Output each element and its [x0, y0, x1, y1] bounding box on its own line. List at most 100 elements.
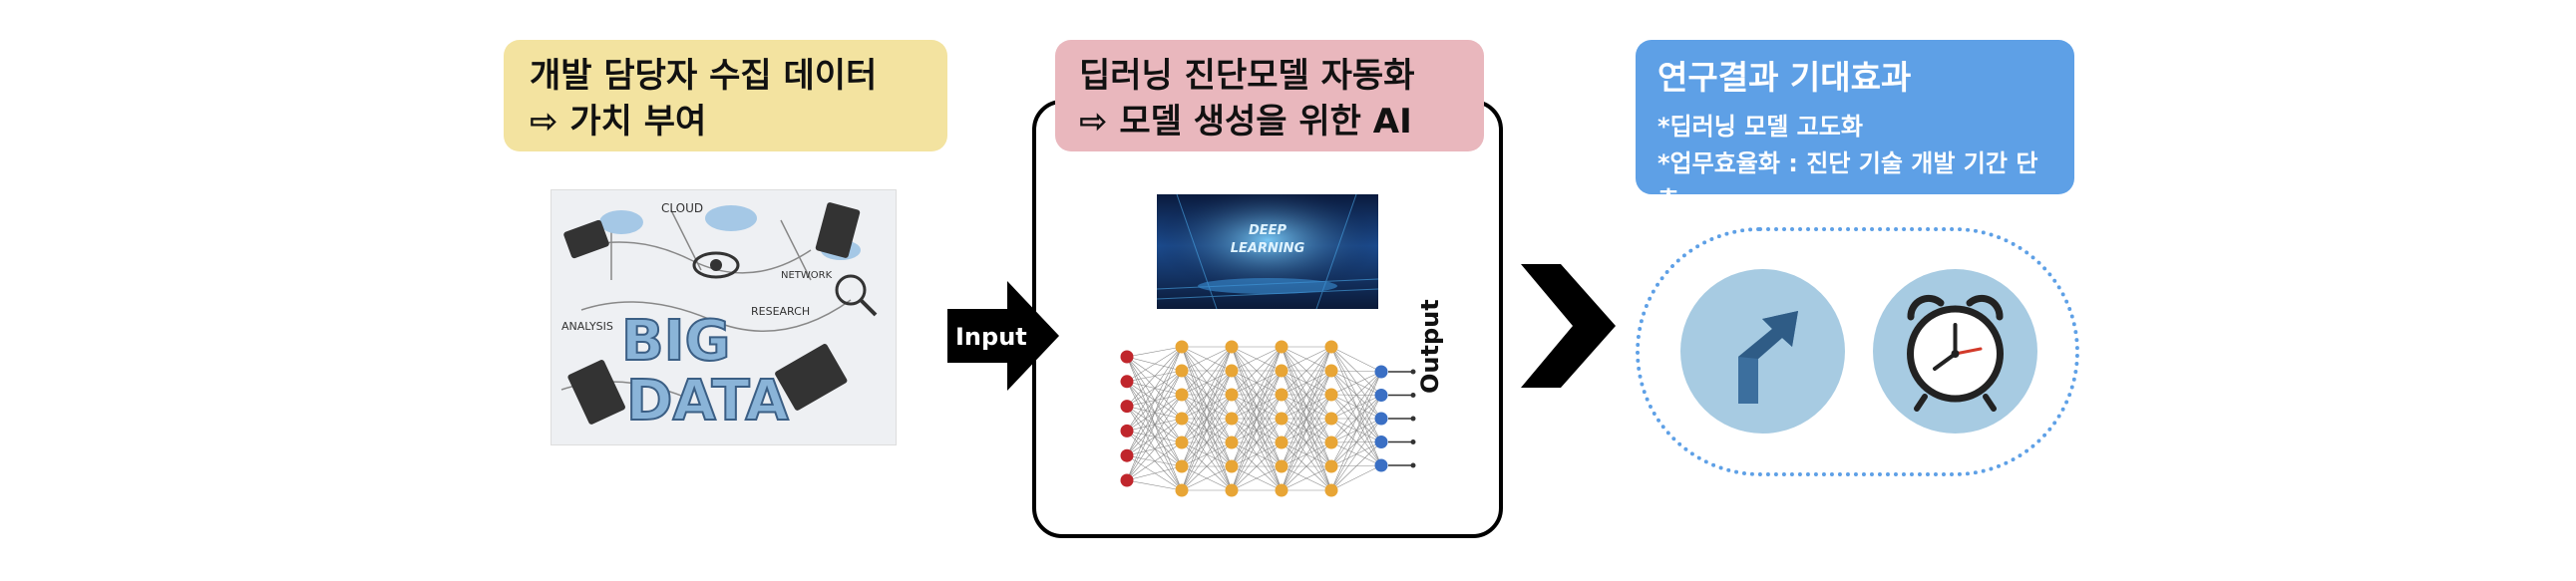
nn-connection — [1126, 406, 1183, 420]
nn-node — [1120, 350, 1134, 364]
nn-connection — [1281, 370, 1332, 491]
model-label-line2: ⇨ 모델 생성을 위한 AI — [1079, 101, 1412, 142]
nn-connection — [1281, 465, 1332, 491]
nn-node — [1324, 483, 1338, 497]
nn-connection — [1330, 371, 1382, 467]
bigdata-tag-analysis: ANALYSIS — [561, 320, 613, 333]
nn-connection — [1181, 370, 1233, 491]
nn-connection — [1281, 418, 1332, 491]
nn-connection — [1126, 431, 1183, 491]
bigdata-word-big: BIG — [621, 309, 730, 374]
deep-learning-image: DEEP LEARNING — [1157, 194, 1378, 309]
nn-node — [1324, 364, 1338, 378]
nn-node — [1324, 412, 1338, 426]
nn-connection — [1231, 346, 1283, 396]
nn-connection — [1231, 465, 1283, 491]
nn-connection — [1330, 346, 1382, 373]
nn-connection — [1330, 418, 1382, 491]
nn-node — [1120, 448, 1134, 462]
nn-connection — [1330, 464, 1382, 491]
bigdata-word-data: DATA — [626, 369, 789, 434]
nn-connection — [1281, 346, 1332, 443]
nn-connection — [1281, 346, 1332, 491]
learning-word: LEARNING — [1231, 241, 1305, 256]
nn-node — [1374, 436, 1388, 448]
nn-connection — [1330, 371, 1382, 396]
neural-network-diagram — [1117, 339, 1436, 502]
nn-node — [1374, 412, 1388, 426]
nn-node — [1225, 364, 1239, 378]
nn-connection — [1126, 381, 1183, 467]
nn-connection — [1126, 381, 1183, 396]
nn-connection — [1281, 346, 1332, 420]
nn-connection — [1126, 346, 1183, 407]
nn-node — [1225, 412, 1239, 426]
nn-node — [1374, 365, 1388, 379]
nn-connection — [1126, 406, 1183, 443]
nn-output-dot — [1410, 439, 1416, 444]
nn-connection — [1181, 394, 1233, 491]
model-label: 딥러닝 진단모델 자동화 ⇨ 모델 생성을 위한 AI — [1055, 40, 1484, 151]
input-arrow: Input — [947, 271, 1107, 415]
nn-connection — [1126, 346, 1183, 358]
nn-connection — [1126, 441, 1183, 481]
result-title: 연구결과 기대효과 — [1657, 58, 1912, 97]
bigdata-tag-cloud: CLOUD — [661, 201, 703, 215]
growth-arrow-icon — [1680, 269, 1845, 434]
nn-connection — [1231, 346, 1283, 467]
nn-connection — [1281, 346, 1332, 467]
input-label: Input — [955, 323, 1027, 351]
nn-connection — [1181, 346, 1233, 467]
nn-node — [1275, 388, 1288, 402]
alarm-clock-icon — [1873, 269, 2037, 434]
nn-output-dot — [1410, 462, 1416, 468]
nn-connection — [1181, 465, 1233, 491]
nn-connection — [1231, 346, 1283, 491]
nn-connection — [1181, 346, 1233, 491]
nn-node — [1324, 340, 1338, 354]
nn-connection — [1330, 371, 1382, 420]
result-item-2: *업무효율화 : 진단 기술 개발 기간 단축 — [1657, 148, 2038, 214]
deep-word: DEEP — [1249, 223, 1288, 238]
nn-connection — [1181, 418, 1233, 491]
nn-node — [1275, 364, 1288, 378]
big-data-image: CLOUD NETWORK ANALYSIS RESEARCH BIG DATA — [551, 189, 897, 445]
nn-connection — [1181, 346, 1233, 372]
nn-connection — [1231, 346, 1283, 420]
nn-connection — [1330, 441, 1382, 491]
nn-connection — [1181, 346, 1233, 420]
nn-output-dot — [1410, 369, 1416, 375]
nn-node — [1225, 436, 1239, 449]
nn-connection — [1330, 371, 1382, 443]
bigdata-tag-research: RESEARCH — [751, 305, 810, 318]
nn-connection — [1126, 418, 1183, 481]
nn-connection — [1330, 371, 1382, 491]
nn-node — [1175, 412, 1189, 426]
nn-node — [1120, 424, 1134, 437]
nn-connection — [1281, 441, 1332, 491]
result-icons-oval — [1636, 227, 2079, 476]
nn-connection — [1126, 406, 1183, 491]
nn-connection — [1231, 346, 1283, 372]
nn-connection — [1126, 356, 1183, 443]
nn-node — [1275, 340, 1288, 354]
nn-connection — [1126, 465, 1183, 481]
nn-node — [1225, 483, 1239, 497]
nn-connection — [1231, 418, 1283, 491]
nn-connection — [1181, 346, 1233, 443]
result-chevron-icon — [1521, 254, 1621, 398]
nn-connection — [1126, 346, 1183, 432]
nn-node — [1275, 436, 1288, 449]
data-value-label: 개발 담당자 수집 데이터 ⇨ 가치 부여 — [504, 40, 947, 151]
nn-connection — [1126, 394, 1183, 481]
nn-node — [1225, 388, 1239, 402]
nn-connection — [1330, 370, 1382, 373]
nn-connection — [1231, 394, 1283, 491]
nn-connection — [1126, 479, 1183, 491]
model-label-line1: 딥러닝 진단모델 자동화 — [1079, 56, 1415, 96]
nn-connection — [1181, 346, 1233, 396]
nn-node — [1120, 400, 1134, 414]
nn-connection — [1126, 370, 1183, 481]
nn-connection — [1126, 381, 1183, 443]
nn-connection — [1330, 395, 1382, 491]
